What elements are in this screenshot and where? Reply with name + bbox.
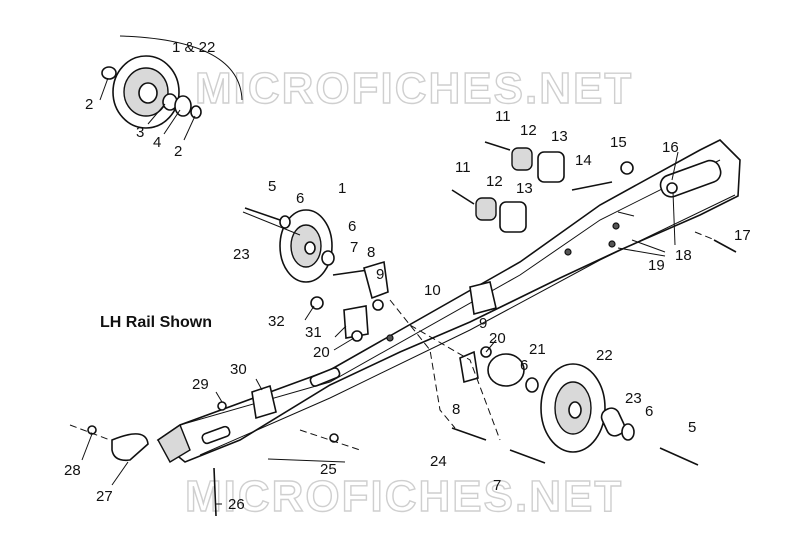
callout: 16 bbox=[662, 139, 679, 156]
nut-29 bbox=[217, 401, 227, 411]
callout: 22 bbox=[596, 347, 613, 364]
callout: 7 bbox=[350, 239, 358, 256]
idler-wheel bbox=[242, 209, 335, 283]
callout: 2 bbox=[85, 96, 93, 113]
callout: 23 bbox=[625, 390, 642, 407]
callout: 20 bbox=[489, 330, 506, 347]
callout: 10 bbox=[424, 282, 441, 299]
callout: 23 bbox=[233, 246, 250, 263]
watermark-bottom: MICROFICHES.NET bbox=[185, 472, 623, 521]
callout: 11 bbox=[495, 108, 511, 125]
callout: 3 bbox=[136, 124, 144, 141]
bracket-31 bbox=[343, 305, 369, 339]
callout: 19 bbox=[648, 257, 665, 274]
callout: 28 bbox=[64, 462, 81, 479]
callout: 14 bbox=[575, 152, 592, 169]
callout: 6 bbox=[296, 190, 304, 207]
rear-wheel bbox=[540, 363, 635, 453]
callout: 5 bbox=[268, 178, 276, 195]
rail-tip bbox=[111, 433, 149, 462]
bracket-10 bbox=[469, 281, 497, 316]
callout: 18 bbox=[675, 247, 692, 264]
callout: 4 bbox=[153, 134, 161, 151]
bumper-lower-cover bbox=[499, 201, 527, 233]
callout: 7 bbox=[493, 477, 501, 494]
detail-wheel-assembly bbox=[101, 35, 243, 129]
bumper-upper-cover bbox=[537, 151, 565, 183]
nut-20 bbox=[351, 330, 363, 342]
clip-18 bbox=[666, 182, 678, 194]
callout: 6 bbox=[520, 357, 528, 374]
callout: 9 bbox=[479, 315, 487, 332]
callout: 8 bbox=[452, 401, 460, 418]
fastener-25 bbox=[329, 433, 339, 443]
callout: 13 bbox=[516, 180, 533, 197]
callout: 1 bbox=[338, 180, 346, 197]
callout: 31 bbox=[305, 324, 322, 341]
callout: 30 bbox=[230, 361, 247, 378]
nut-9 bbox=[372, 299, 384, 311]
callout: 29 bbox=[192, 376, 209, 393]
bracket-30 bbox=[251, 384, 277, 420]
leader-lines bbox=[81, 77, 679, 505]
callout: 17 bbox=[734, 227, 751, 244]
nut-15 bbox=[620, 161, 634, 175]
callout: 24 bbox=[430, 453, 447, 470]
callout: 9 bbox=[376, 266, 384, 283]
bumper-upper bbox=[511, 147, 533, 171]
callout: 12 bbox=[486, 173, 503, 190]
callout: 25 bbox=[320, 461, 337, 478]
assembly-lines bbox=[69, 231, 716, 451]
bolts bbox=[213, 141, 737, 517]
callout: 13 bbox=[551, 128, 568, 145]
callouts: 1 & 22 2 3 4 2 11 12 13 15 16 14 11 12 1… bbox=[64, 39, 751, 513]
callout: 8 bbox=[367, 244, 375, 261]
callout: 32 bbox=[268, 313, 285, 330]
callout: 2 bbox=[174, 143, 182, 160]
callout: 15 bbox=[610, 134, 627, 151]
rail-side-label: LH Rail Shown bbox=[100, 314, 212, 331]
bracket-rear bbox=[459, 350, 479, 384]
bumper-lower bbox=[475, 197, 497, 221]
callout: 11 bbox=[455, 159, 471, 176]
callout: 21 bbox=[529, 341, 546, 358]
bracket-front bbox=[363, 260, 389, 300]
callout: 12 bbox=[520, 122, 537, 139]
callout: 5 bbox=[688, 419, 696, 436]
washer bbox=[525, 377, 539, 393]
callout: 6 bbox=[348, 218, 356, 235]
callout: 26 bbox=[228, 496, 245, 513]
spacer bbox=[487, 353, 525, 387]
callout: 6 bbox=[645, 403, 653, 420]
callout: 1 & 22 bbox=[172, 39, 215, 56]
watermark-top: MICROFICHES.NET bbox=[195, 64, 633, 113]
callout: 27 bbox=[96, 488, 113, 505]
callout: 20 bbox=[313, 344, 330, 361]
